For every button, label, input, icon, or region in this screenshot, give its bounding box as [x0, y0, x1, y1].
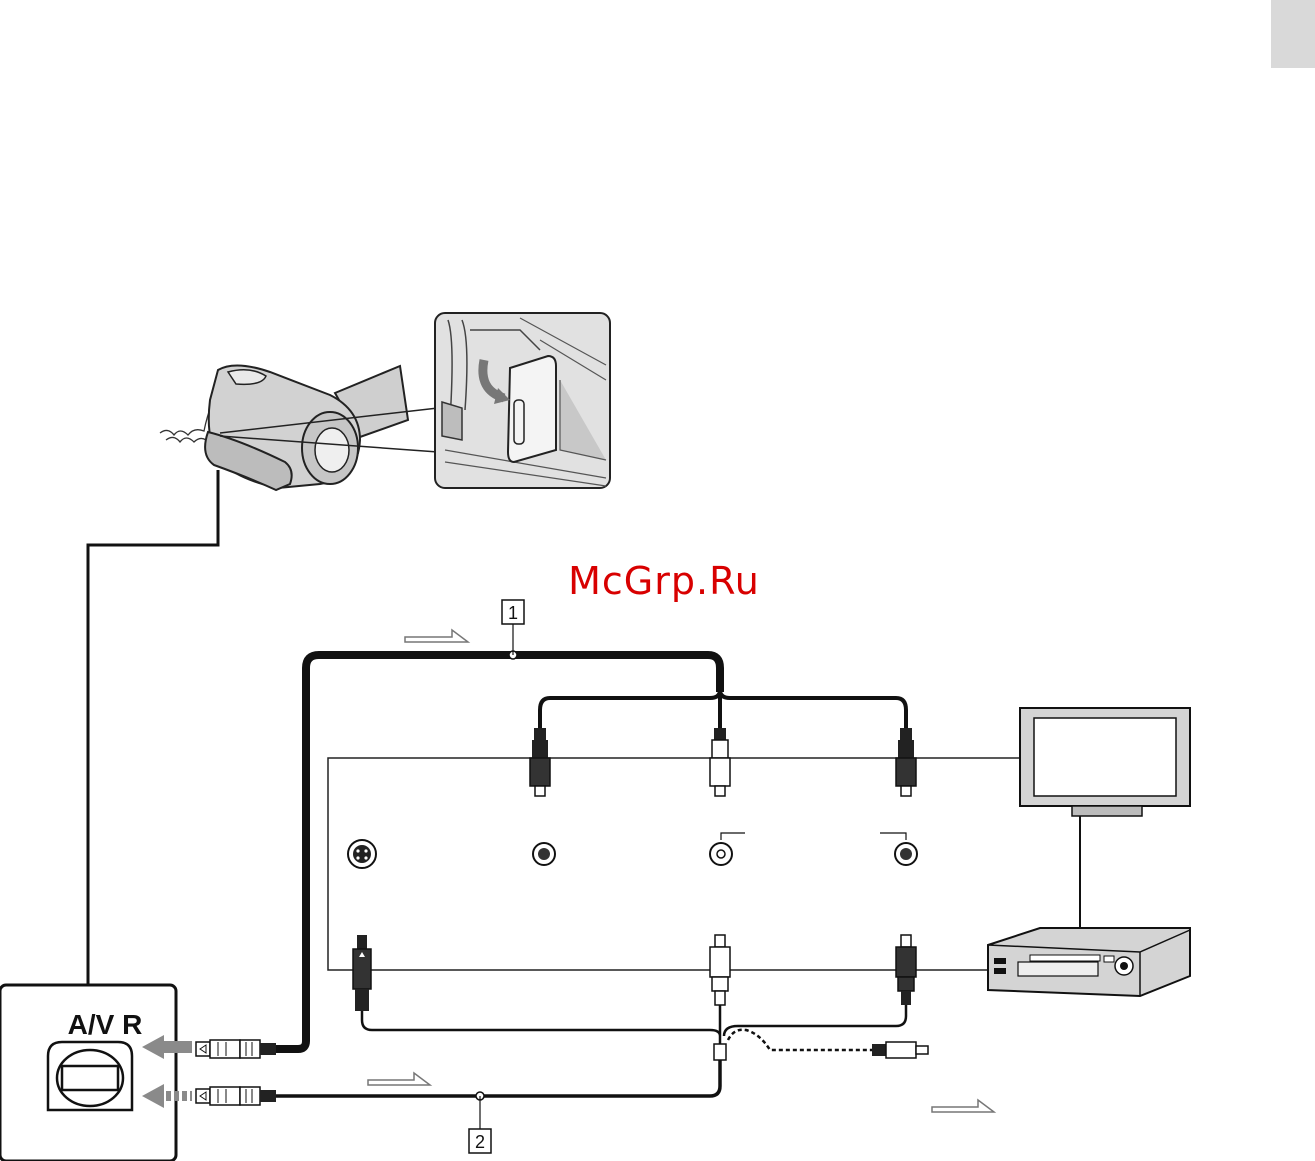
- rca-jack-icon: [710, 833, 745, 865]
- av-connector-box: A/V R: [0, 985, 192, 1161]
- tv-input-panel-outline: [328, 758, 1020, 970]
- cable-2: [275, 1060, 720, 1096]
- av-remote-jack-icon: [48, 1042, 132, 1110]
- signal-flow-arrow-icon: [932, 1100, 994, 1112]
- cable-1-branches: [540, 690, 906, 728]
- cable-2-marker: 2: [475, 1132, 485, 1152]
- rca-plug-icon: [710, 935, 730, 1005]
- cable-1-marker: 1: [508, 603, 518, 623]
- cable-2-splitter: [714, 1044, 726, 1060]
- cable-1: [275, 655, 720, 1049]
- rca-jack-icon: [533, 843, 555, 865]
- av-multi-plug: [196, 1040, 276, 1058]
- cable-2-wiring: [362, 1005, 906, 1044]
- rca-plug-icon: [896, 728, 916, 796]
- rca-plug-icon: [530, 728, 550, 796]
- vcr-icon: [988, 928, 1190, 996]
- rca-plug-icon: [872, 1042, 928, 1058]
- rca-jack-icon: [880, 833, 917, 865]
- s-video-plug-icon: [353, 935, 371, 1011]
- corner-tab: [1271, 0, 1315, 68]
- tv-icon: [1020, 708, 1190, 816]
- camcorder-cable: [88, 470, 218, 985]
- signal-flow-arrow-icon: [405, 630, 468, 642]
- camcorder-icon: [160, 365, 408, 490]
- connector-label: A/V R: [68, 1009, 143, 1040]
- optional-lead: [728, 1030, 872, 1050]
- jack-cover-inset: [435, 313, 610, 488]
- av-multi-plug: [196, 1087, 276, 1105]
- s-video-jack-icon: [348, 840, 376, 868]
- rca-plug-icon: [896, 935, 916, 1005]
- rca-plug-icon: [710, 728, 730, 796]
- signal-flow-arrow-icon: [368, 1073, 430, 1085]
- watermark: McGrp.Ru: [568, 559, 760, 603]
